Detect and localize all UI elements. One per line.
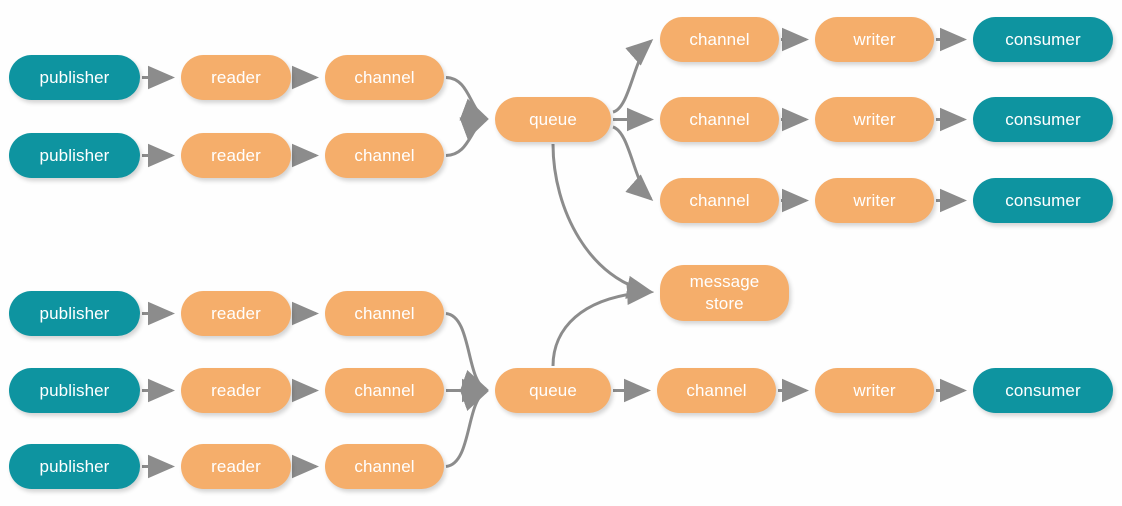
edge-chn-b1-to-queue-b: [445, 312, 489, 393]
node-pub-b2[interactable]: publisher: [9, 368, 140, 413]
node-chn-b1[interactable]: channel: [325, 291, 444, 336]
node-pub-b1[interactable]: publisher: [9, 291, 140, 336]
node-rdr-b1[interactable]: reader: [181, 291, 291, 336]
node-queue-t[interactable]: queue: [495, 97, 611, 142]
node-pub-t2[interactable]: publisher: [9, 133, 140, 178]
node-wrt-o2[interactable]: writer: [815, 97, 934, 142]
node-wrt-o1[interactable]: writer: [815, 17, 934, 62]
edge-queue-b-to-mstore: [551, 281, 654, 367]
node-chn-o1[interactable]: channel: [660, 17, 779, 62]
edge-chn-b3-to-queue-b: [445, 388, 489, 468]
node-con-o3[interactable]: consumer: [973, 178, 1113, 223]
node-rdr-t2[interactable]: reader: [181, 133, 291, 178]
node-pub-b3[interactable]: publisher: [9, 444, 140, 489]
edge-chn-t1-to-queue-t: [445, 76, 489, 121]
node-queue-b[interactable]: queue: [495, 368, 611, 413]
node-chn-b3[interactable]: channel: [325, 444, 444, 489]
node-pub-t1[interactable]: publisher: [9, 55, 140, 100]
node-wrt-b4[interactable]: writer: [815, 368, 934, 413]
edge-queue-t-to-mstore: [551, 143, 654, 299]
edge-queue-t-to-chn-o3: [612, 125, 654, 201]
node-con-o2[interactable]: consumer: [973, 97, 1113, 142]
node-chn-o2[interactable]: channel: [660, 97, 779, 142]
node-rdr-t1[interactable]: reader: [181, 55, 291, 100]
edge-path-group: [142, 27, 967, 479]
node-rdr-b3[interactable]: reader: [181, 444, 291, 489]
node-rdr-b2[interactable]: reader: [181, 368, 291, 413]
node-chn-b2[interactable]: channel: [325, 368, 444, 413]
node-mstore[interactable]: message store: [660, 265, 789, 321]
edge-chn-t2-to-queue-t: [445, 117, 489, 157]
node-chn-b4[interactable]: channel: [657, 368, 776, 413]
node-chn-t1[interactable]: channel: [325, 55, 444, 100]
node-wrt-o3[interactable]: writer: [815, 178, 934, 223]
node-con-b4[interactable]: consumer: [973, 368, 1113, 413]
node-chn-o3[interactable]: channel: [660, 178, 779, 223]
node-con-o1[interactable]: consumer: [973, 17, 1113, 62]
edge-queue-t-to-chn-o1: [612, 39, 654, 114]
node-chn-t2[interactable]: channel: [325, 133, 444, 178]
